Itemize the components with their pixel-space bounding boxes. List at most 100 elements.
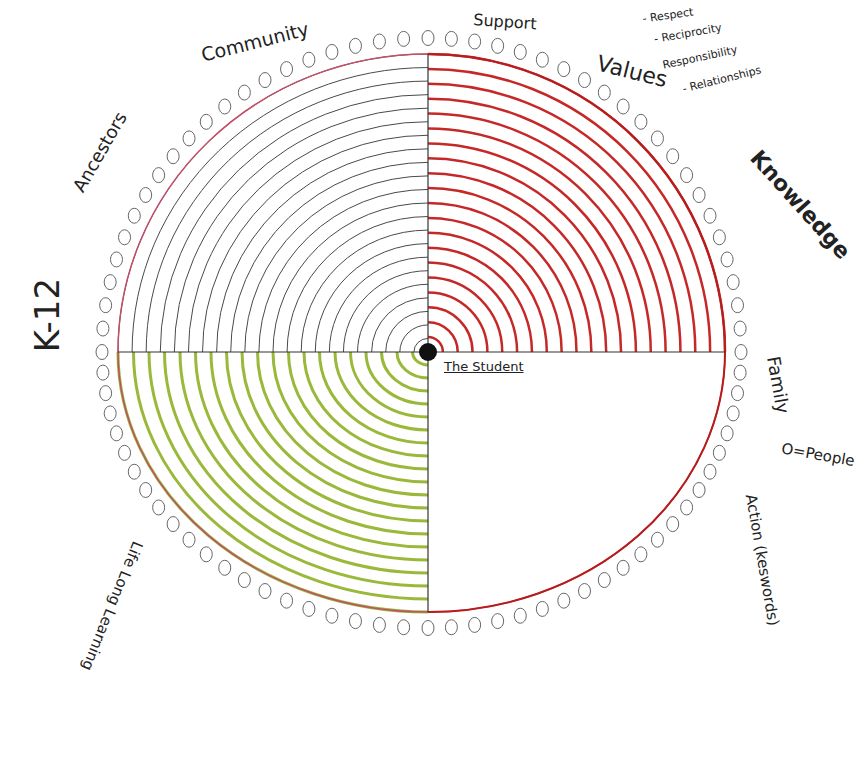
person-oval bbox=[97, 365, 109, 380]
ancestor-lines bbox=[231, 162, 428, 352]
person-oval bbox=[693, 188, 705, 203]
learning-lines bbox=[304, 352, 428, 456]
person-oval bbox=[104, 275, 116, 290]
person-oval bbox=[536, 52, 548, 67]
person-oval bbox=[219, 99, 231, 114]
person-oval bbox=[617, 99, 629, 114]
person-oval bbox=[732, 386, 744, 401]
person-oval bbox=[140, 188, 152, 203]
knowledge-lines bbox=[428, 218, 562, 352]
person-oval bbox=[303, 601, 315, 616]
knowledge-lines bbox=[428, 188, 591, 352]
person-oval bbox=[732, 298, 744, 313]
person-oval bbox=[598, 573, 610, 588]
person-oval bbox=[398, 31, 410, 46]
person-oval bbox=[281, 593, 293, 608]
person-oval bbox=[153, 500, 165, 515]
person-oval bbox=[422, 31, 434, 46]
person-oval bbox=[96, 345, 108, 360]
person-oval bbox=[693, 483, 705, 498]
person-oval bbox=[514, 44, 526, 59]
ancestor-lines bbox=[343, 271, 428, 352]
ancestor-lines bbox=[203, 135, 428, 352]
person-oval bbox=[349, 38, 361, 53]
person-oval bbox=[259, 73, 271, 88]
ancestor-lines bbox=[259, 189, 428, 352]
wheel-label: K-12 bbox=[29, 278, 66, 352]
person-oval bbox=[492, 38, 504, 53]
learning-lines bbox=[180, 352, 428, 560]
person-oval bbox=[667, 149, 679, 164]
learning-lines bbox=[289, 352, 429, 469]
person-oval bbox=[713, 230, 725, 245]
ancestor-lines bbox=[188, 122, 428, 352]
learning-lines bbox=[134, 352, 429, 599]
person-oval bbox=[735, 345, 747, 360]
person-oval bbox=[469, 34, 481, 49]
wheel-label: Family bbox=[763, 355, 793, 415]
wheel-label: Support bbox=[473, 11, 537, 33]
ancestor-lines bbox=[174, 108, 428, 352]
wheel-label: Knowledge bbox=[745, 146, 855, 264]
ancestor-lines bbox=[329, 257, 428, 352]
knowledge-lines bbox=[428, 69, 710, 352]
person-oval bbox=[100, 298, 112, 313]
person-oval bbox=[128, 208, 140, 223]
ancestor-lines bbox=[301, 230, 428, 352]
person-oval bbox=[349, 614, 361, 629]
person-oval bbox=[713, 445, 725, 460]
person-oval bbox=[727, 406, 739, 421]
person-oval bbox=[183, 532, 195, 547]
wheel-label: - Reciprocity bbox=[653, 22, 722, 46]
person-oval bbox=[398, 620, 410, 635]
person-oval bbox=[373, 34, 385, 49]
person-oval bbox=[734, 365, 746, 380]
person-oval bbox=[558, 593, 570, 608]
person-oval bbox=[119, 445, 131, 460]
wheel-label: - Relationships bbox=[681, 64, 762, 95]
student-dot bbox=[419, 343, 437, 361]
person-oval bbox=[281, 62, 293, 77]
learning-lines bbox=[118, 352, 428, 612]
knowledge-lines bbox=[428, 173, 606, 352]
person-oval bbox=[97, 321, 109, 336]
person-oval bbox=[326, 44, 338, 59]
knowledge-lines bbox=[428, 292, 487, 352]
person-oval bbox=[727, 275, 739, 290]
person-oval bbox=[558, 62, 570, 77]
learning-lines bbox=[335, 352, 428, 430]
person-oval bbox=[167, 517, 179, 532]
person-oval bbox=[651, 131, 663, 146]
ancestor-lines bbox=[118, 54, 428, 352]
learning-lines bbox=[366, 352, 428, 404]
knowledge-lines bbox=[428, 158, 621, 352]
learning-lines bbox=[227, 352, 429, 521]
person-oval bbox=[635, 114, 647, 129]
divider bbox=[427, 54, 428, 612]
person-oval bbox=[259, 584, 271, 599]
person-oval bbox=[579, 73, 591, 88]
person-oval bbox=[303, 52, 315, 67]
person-oval bbox=[110, 426, 122, 441]
person-oval bbox=[704, 208, 716, 223]
wheel-label: Responsibility bbox=[662, 44, 739, 72]
person-oval bbox=[110, 252, 122, 267]
knowledge-lines bbox=[428, 84, 695, 352]
person-oval bbox=[238, 85, 250, 100]
person-oval bbox=[373, 617, 385, 632]
ancestor-lines bbox=[245, 176, 428, 352]
knowledge-lines bbox=[428, 114, 666, 352]
person-oval bbox=[721, 426, 733, 441]
knowledge-lines bbox=[428, 54, 725, 352]
learning-lines bbox=[211, 352, 428, 534]
person-oval bbox=[167, 149, 179, 164]
person-oval bbox=[200, 114, 212, 129]
person-oval bbox=[200, 547, 212, 562]
knowledge-lines bbox=[428, 99, 680, 352]
person-oval bbox=[326, 608, 338, 623]
person-oval bbox=[445, 620, 457, 635]
learning-lines bbox=[382, 352, 429, 391]
person-oval bbox=[153, 168, 165, 183]
person-oval bbox=[140, 483, 152, 498]
